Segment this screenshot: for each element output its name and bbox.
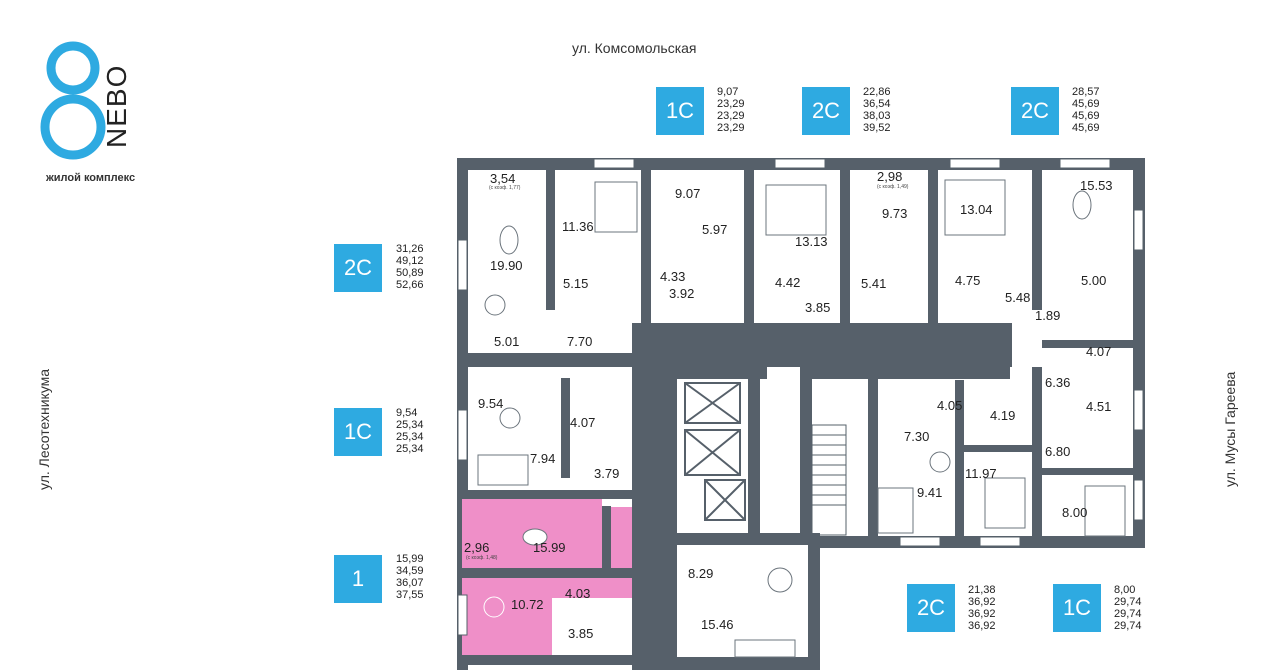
room-area: 8.29 xyxy=(688,566,713,581)
room-area: 4.33 xyxy=(660,269,685,284)
apartment-type-badge: 2С xyxy=(334,244,382,292)
room-area: 4.42 xyxy=(775,275,800,290)
room-area: 9.54 xyxy=(478,396,503,411)
room-area: 9.07 xyxy=(675,186,700,201)
room-area: 4.05 xyxy=(937,398,962,413)
apartment-type-badge: 1С xyxy=(656,87,704,135)
windows xyxy=(457,158,1144,636)
room-area: 9.41 xyxy=(917,485,942,500)
room-area: 9.73 xyxy=(882,206,907,221)
room-area: 4.07 xyxy=(570,415,595,430)
room-area: 2,96 xyxy=(464,540,489,555)
elevator-shafts xyxy=(684,382,746,521)
logo-subtitle: жилой комплекс xyxy=(46,172,136,184)
room-area: 15.46 xyxy=(701,617,734,632)
room-area: 4.19 xyxy=(990,408,1015,423)
room-area: 1.89 xyxy=(1035,308,1060,323)
room-note: (с коэф. 1,49) xyxy=(877,184,909,190)
room-area: 19.90 xyxy=(490,258,523,273)
room-area: 4.75 xyxy=(955,273,980,288)
room-area: 6.36 xyxy=(1045,375,1070,390)
apartment-type-badge: 1 xyxy=(334,555,382,603)
room-area: 3.85 xyxy=(805,300,830,315)
room-area: 5.48 xyxy=(1005,290,1030,305)
logo-eight-icon xyxy=(40,41,106,160)
room-area: 15.99 xyxy=(533,540,566,555)
plan-walls xyxy=(457,158,1145,670)
room-area: 7.70 xyxy=(567,334,592,349)
room-area: 13.04 xyxy=(960,202,993,217)
apartment-type-badge: 1С xyxy=(334,408,382,456)
room-area: 4.51 xyxy=(1086,399,1111,414)
room-labels: 3,54 (с коэф. 1,77) 19.90 5.01 11.36 5.1… xyxy=(464,169,1113,641)
room-area: 6.80 xyxy=(1045,444,1070,459)
room-area: 5.01 xyxy=(494,334,519,349)
room-area: 13.13 xyxy=(795,234,828,249)
room-area: 3,54 xyxy=(490,171,515,186)
room-area: 10.72 xyxy=(511,597,544,612)
room-area: 3.85 xyxy=(568,626,593,641)
room-note: (с коэф. 1,77) xyxy=(489,185,521,191)
room-area: 8.00 xyxy=(1062,505,1087,520)
street-label-left: ул. Лесотехникума xyxy=(36,368,52,490)
room-area: 5.41 xyxy=(861,276,886,291)
room-area: 5.00 xyxy=(1081,273,1106,288)
street-label-right: ул. Мусы Гареева xyxy=(1222,371,1238,487)
furniture xyxy=(477,179,1126,658)
room-area: 2,98 xyxy=(877,169,902,184)
room-area: 11.97 xyxy=(965,466,997,481)
stairs xyxy=(811,424,847,536)
apartment-type-badge: 2С xyxy=(802,87,850,135)
apartment-type-badge: 2С xyxy=(907,584,955,632)
room-area: 5.15 xyxy=(563,276,588,291)
room-area: 11.36 xyxy=(562,219,594,234)
apartment-type-badge: 2С xyxy=(1011,87,1059,135)
room-area: 4.07 xyxy=(1086,344,1111,359)
room-area: 7.30 xyxy=(904,429,929,444)
logo-word: NEBO xyxy=(101,64,132,148)
room-note: (с коэф. 1,48) xyxy=(466,555,498,561)
room-area: 5.97 xyxy=(702,222,727,237)
room-area: 3.92 xyxy=(669,286,694,301)
room-area: 3.79 xyxy=(594,466,619,481)
room-area: 7.94 xyxy=(530,451,555,466)
room-area: 15.53 xyxy=(1080,178,1113,193)
street-label-top: ул. Комсомольская xyxy=(572,40,697,56)
room-area: 4.03 xyxy=(565,586,590,601)
apartment-type-badge: 1С xyxy=(1053,584,1101,632)
